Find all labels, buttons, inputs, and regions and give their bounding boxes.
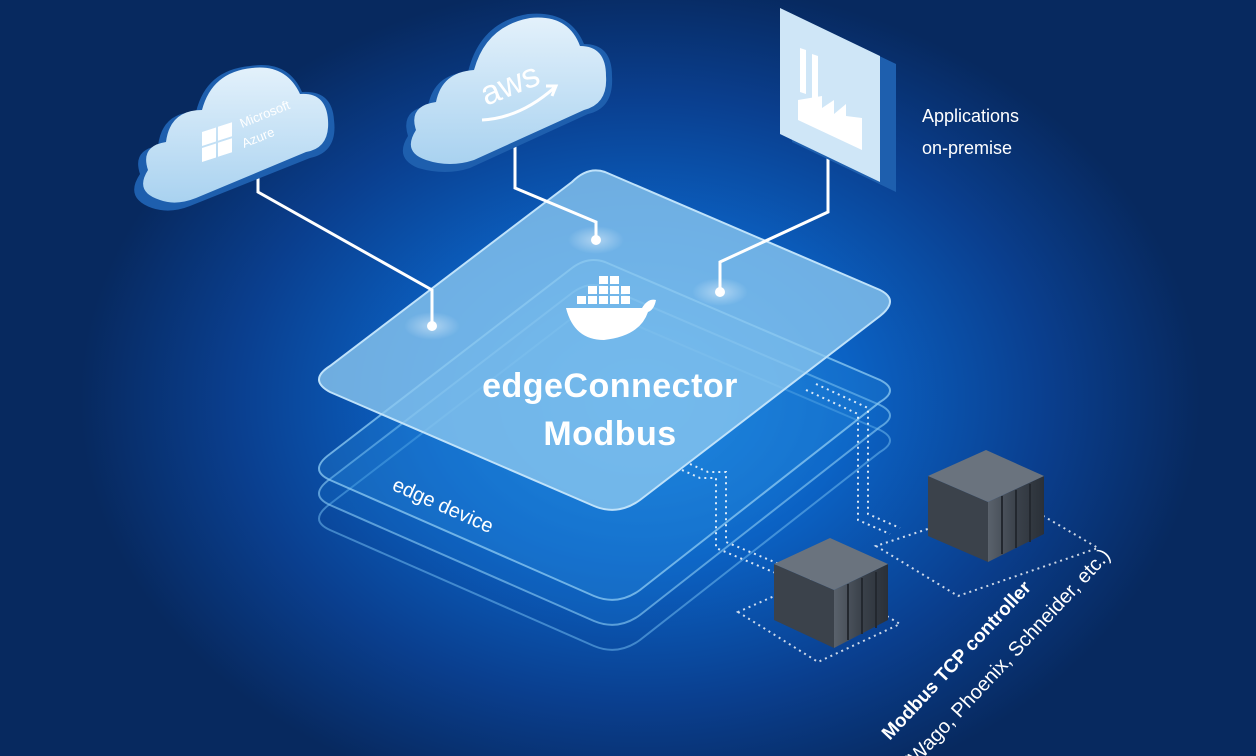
applications-label-line2: on-premise bbox=[922, 138, 1013, 158]
edgeconnector-title-line1: edgeConnector bbox=[482, 367, 738, 405]
aws-arrow-tip bbox=[546, 84, 559, 97]
rack-front-top bbox=[774, 538, 888, 590]
dotted-line-b bbox=[689, 463, 785, 567]
server-rack-back bbox=[873, 450, 1101, 598]
applications-label: Applications on-premise bbox=[922, 100, 1019, 164]
rack-back-slots bbox=[1001, 484, 1031, 554]
server-rack-front bbox=[735, 538, 903, 664]
line-azure bbox=[256, 160, 434, 326]
edge-platform-top bbox=[318, 169, 891, 511]
aws-smile-icon bbox=[481, 86, 555, 122]
rack-back-top bbox=[928, 450, 1044, 502]
edge-device-stack bbox=[318, 169, 891, 651]
controller-connection-lines bbox=[681, 383, 901, 575]
aws-cloud: aws bbox=[402, 13, 613, 172]
apps-panel-face bbox=[780, 8, 880, 182]
line-apps bbox=[718, 150, 830, 292]
applications-panel bbox=[780, 8, 896, 192]
factory-icon bbox=[798, 48, 862, 150]
applications-label-line1: Applications bbox=[922, 106, 1020, 126]
azure-cloud-body bbox=[143, 67, 329, 203]
dotted-line-a bbox=[681, 469, 779, 575]
azure-cloud: Microsoft Azure bbox=[134, 65, 335, 211]
rack-front-left-face bbox=[774, 564, 834, 648]
docker-whale-icon bbox=[566, 276, 656, 340]
windows-logo-icon bbox=[202, 122, 232, 162]
edgeconnector-title-line2: Modbus bbox=[543, 415, 677, 453]
line-aws bbox=[513, 135, 598, 240]
rack-back-left-face bbox=[928, 476, 988, 562]
aws-cloud-body bbox=[410, 17, 607, 164]
dotted-line-d bbox=[815, 383, 901, 529]
dotted-line-c bbox=[805, 389, 891, 535]
rack-front-slots bbox=[847, 572, 877, 640]
edgeconnector-title: edgeConnector Modbus bbox=[440, 362, 780, 458]
